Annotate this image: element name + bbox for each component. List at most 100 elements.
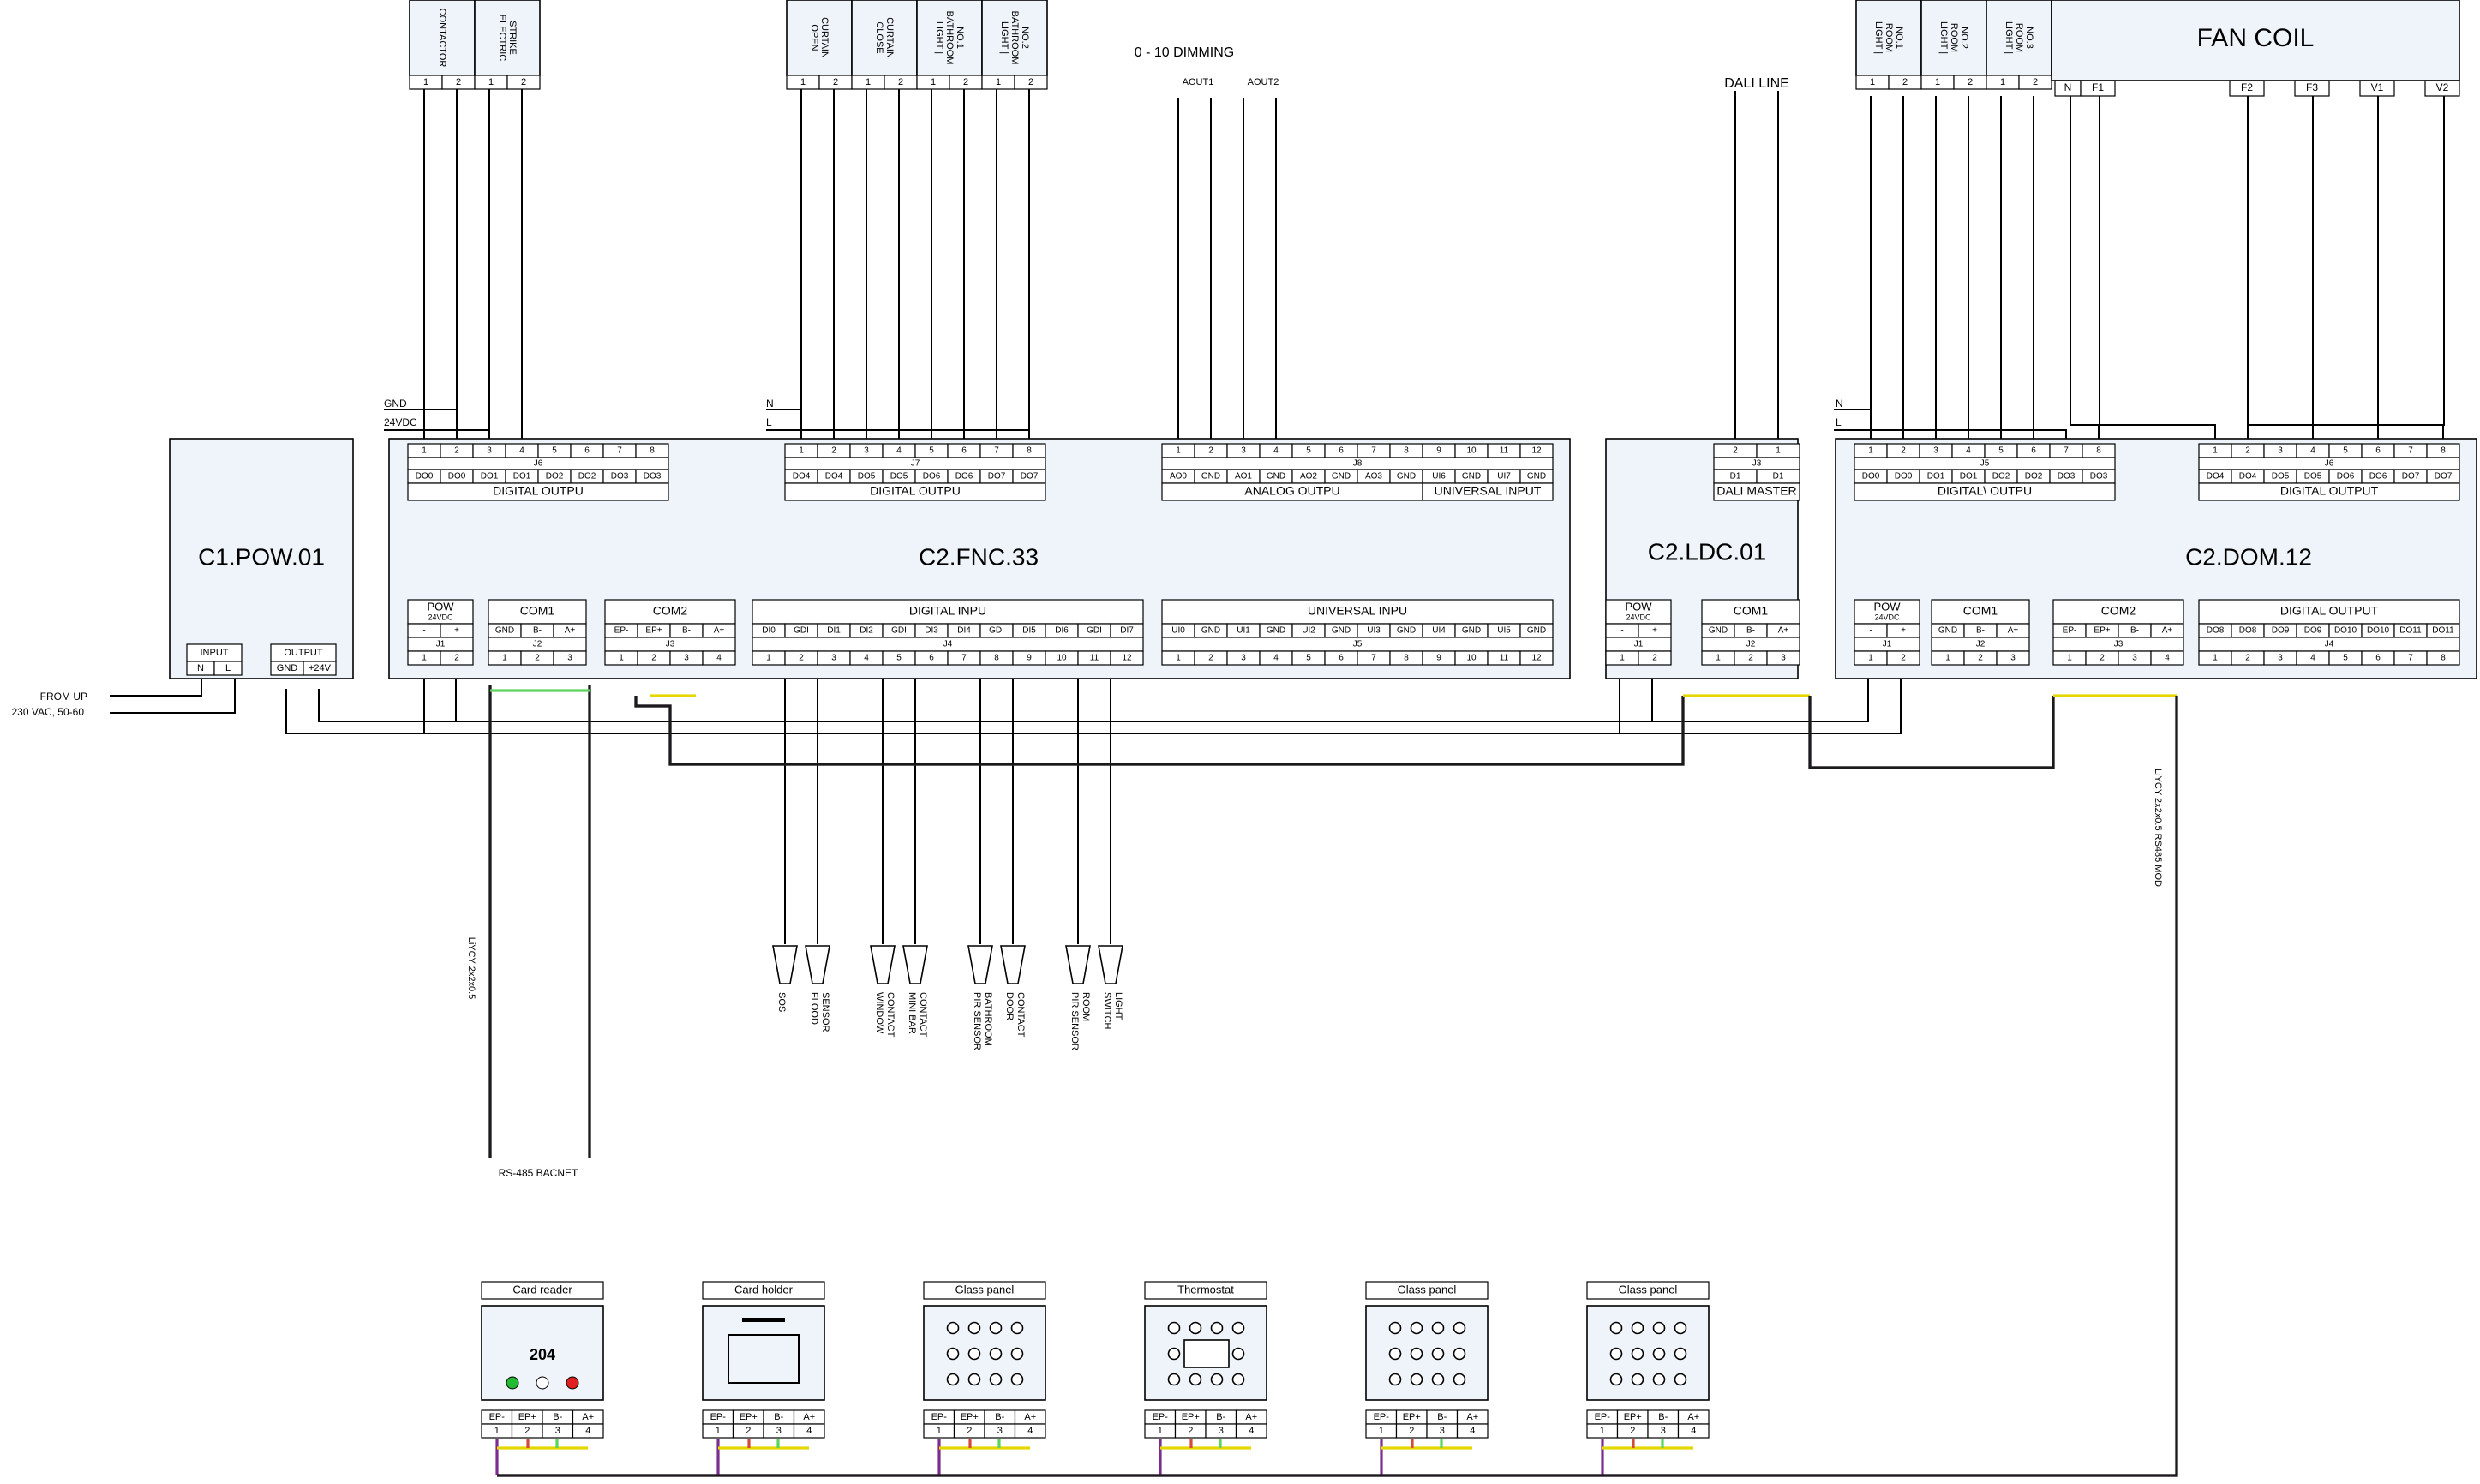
terminal-cell (1766, 650, 1800, 666)
sensor-label: PIR SENSOR (1069, 992, 1080, 1050)
terminal-label: DO1 (1927, 472, 1945, 482)
terminal-label: N (2064, 81, 2072, 93)
terminal-label: 8 (2441, 654, 2446, 663)
connector-caption: DIGITAL OUTPUT (2280, 484, 2379, 498)
bus-ldc-dom (1808, 696, 2055, 769)
terminal-label: AO2 (1300, 472, 1317, 482)
terminal-label: DO9 (2272, 626, 2290, 636)
terminal-label: 1 (1868, 654, 1873, 663)
terminal-label: 7 (994, 446, 999, 456)
button-dot-icon (1674, 1321, 1687, 1335)
terminal-label: 3 (997, 1426, 1003, 1436)
terminal-cell (1110, 650, 1144, 666)
terminal-label: 2 (1188, 1426, 1193, 1436)
button-dot-icon (946, 1373, 960, 1386)
terminal-label: F2 (2241, 81, 2253, 93)
terminal-label: DI0 (762, 626, 776, 636)
load-label: NO.3 (2024, 27, 2034, 49)
terminal-label: 1 (2000, 77, 2005, 87)
terminal-label: 5 (1306, 654, 1311, 663)
terminal-label: 3 (2278, 654, 2283, 663)
button-dot-icon (1652, 1373, 1666, 1386)
button-dot-icon (1010, 1321, 1024, 1335)
connector-caption: ANALOG OUTPU (1244, 484, 1339, 498)
connector-caption: POW (1625, 600, 1652, 613)
terminal-label: EP- (489, 1412, 506, 1422)
connector-caption: COM2 (2101, 604, 2136, 618)
terminal-label: 3 (1241, 654, 1246, 663)
load-label: NO.2 (1020, 27, 1030, 49)
terminal-label: 2 (524, 1426, 530, 1436)
device-title: Card holder (734, 1283, 794, 1296)
terminal-label: 8 (2441, 446, 2446, 456)
card-slot-icon (742, 1318, 785, 1322)
terminal-label: AO3 (1365, 472, 1382, 482)
terminal-cell (2229, 80, 2265, 97)
terminal-label: 1 (2213, 654, 2218, 663)
connector-name: J1 (1883, 640, 1892, 649)
terminal-label: 6 (584, 446, 590, 456)
terminal-cell (2294, 80, 2330, 97)
bus-fnc-ldc-core (634, 696, 1685, 766)
load-label: CLOSE (874, 21, 884, 53)
connector-caption: DIGITAL INPU (909, 604, 986, 618)
connector-caption-cell (784, 482, 1046, 501)
terminal-label: 10 (1057, 654, 1067, 663)
terminal-label: 5 (552, 446, 557, 456)
terminal-label: UI2 (1302, 626, 1315, 636)
terminal-label: DO7 (2435, 472, 2453, 482)
device-title-cell (1365, 1281, 1489, 1300)
connector-caption: POW (427, 600, 454, 613)
load-label: LIGHT | (1938, 21, 1949, 54)
terminal-label: 1 (2067, 654, 2072, 663)
terminal-label: 2 (967, 1426, 972, 1436)
connector-caption-cell (1854, 482, 2116, 501)
terminal-label: 7 (1371, 654, 1376, 663)
connector-name: J3 (666, 640, 675, 649)
connector-subcaption: 24VDC (428, 613, 453, 621)
terminal-label: 2 (1978, 654, 1983, 663)
terminal-label: + (454, 626, 459, 636)
connector-name: J6 (534, 459, 543, 469)
terminal-label: DO7 (1021, 472, 1039, 482)
load-label: STRIKE (507, 21, 518, 55)
terminal-label: 5 (1306, 446, 1311, 456)
terminal-label: A+ (803, 1412, 815, 1422)
device-body (1586, 1305, 1710, 1401)
connector-caption-cell (407, 482, 669, 501)
terminal-label: 1 (716, 1426, 721, 1436)
connector-name: J1 (1634, 640, 1644, 649)
terminal-label: GND (1462, 626, 1481, 636)
terminal-cell (1519, 650, 1554, 666)
terminal-label: GND (1938, 626, 1957, 636)
terminal-label: DO4 (2239, 472, 2257, 482)
terminal-cell (702, 650, 736, 666)
rail-label: N (1836, 398, 1843, 410)
load-label: ROOM (1884, 23, 1894, 52)
terminal-label: 1 (619, 654, 624, 663)
terminal-label: 2 (2245, 654, 2250, 663)
button-dot-icon (1674, 1347, 1687, 1361)
terminal-label: DI6 (1055, 626, 1069, 636)
button-dot-icon (1388, 1347, 1402, 1361)
terminal-label: - (1869, 626, 1872, 636)
terminal-label: + (1901, 626, 1906, 636)
terminal-label: 2 (1652, 654, 1657, 663)
terminal-label: 1 (2213, 446, 2218, 456)
device-title: Glass panel (1619, 1283, 1678, 1296)
terminal-label: 6 (961, 446, 967, 456)
terminal-label: UI4 (1432, 626, 1446, 636)
connector-caption: COM2 (653, 604, 688, 618)
device-title: Thermostat (1177, 1283, 1234, 1296)
terminal-label: DO5 (2304, 472, 2322, 482)
button-dot-icon (1210, 1373, 1224, 1386)
terminal-label: GND (495, 626, 514, 636)
